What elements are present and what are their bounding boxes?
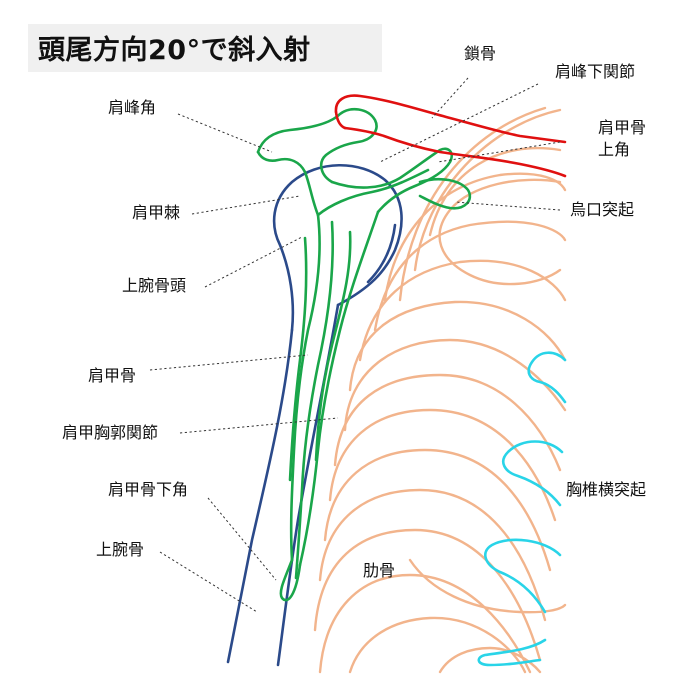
inferior-angle	[279, 558, 302, 602]
scapular-spine-upper	[330, 147, 453, 214]
rib-13	[313, 528, 542, 662]
leader-humeral-head	[204, 236, 303, 288]
rib-3	[398, 106, 547, 302]
humerus-group	[226, 164, 403, 667]
rib-9	[333, 373, 562, 472]
acromion-outline	[256, 107, 378, 184]
scapula-ridge-left	[288, 236, 308, 482]
clavicle-group	[334, 94, 567, 178]
scapula-group	[256, 107, 472, 602]
rib-11	[323, 448, 552, 572]
label-humeral-head: 上腕骨頭	[122, 276, 187, 295]
rib-4	[383, 172, 567, 302]
scapular-spine-lower	[316, 168, 430, 217]
scapula-medial-border	[298, 210, 380, 567]
humeral-head-outline	[272, 164, 403, 332]
transverse-process-1	[527, 351, 567, 404]
label-ribs: 肋骨	[363, 561, 396, 580]
leader-inferior-angle	[207, 497, 277, 581]
leader-spine	[191, 195, 301, 215]
rib-14	[318, 573, 532, 674]
leader-clavicle	[431, 77, 469, 119]
clavicle-upper	[334, 94, 567, 144]
label-spine: 肩甲棘	[132, 203, 181, 222]
ribs-group	[313, 106, 567, 674]
coracoid-process	[418, 177, 472, 210]
clavicle-lower	[343, 126, 567, 178]
rib-1	[428, 146, 562, 286]
diagram-title: 頭尾方向20°で斜入射	[38, 35, 311, 66]
leader-coracoid	[454, 201, 561, 211]
leader-acromion	[177, 113, 273, 153]
rib-16	[438, 646, 542, 674]
acromion-underside	[256, 150, 320, 217]
transverse-process-4	[477, 638, 547, 667]
title-background	[28, 24, 382, 72]
rib-17	[408, 558, 567, 614]
leader-scapula	[149, 354, 309, 371]
label-superior-angle-line2: 上角	[598, 140, 631, 159]
rib-12	[318, 488, 547, 622]
label-inferior-angle: 肩甲骨下角	[108, 480, 189, 499]
humeral-head-inner	[366, 223, 397, 284]
rib-8	[343, 338, 567, 432]
transverse-process-group	[477, 351, 567, 667]
transverse-process-3	[484, 538, 562, 614]
label-coracoid: 烏口突起	[570, 200, 635, 219]
rib-5	[373, 220, 567, 332]
scapula-lateral-border-2	[294, 220, 334, 580]
label-acromion: 肩峰角	[108, 98, 157, 117]
label-superior-angle-line1: 肩甲骨	[598, 118, 647, 137]
label-scapulothoracic: 肩甲胸郭関節	[62, 423, 159, 442]
label-clavicle: 鎖骨	[464, 44, 497, 63]
leader-ac-joint	[379, 83, 539, 163]
label-humerus: 上腕骨	[96, 540, 145, 559]
scapula-inner-ridge	[314, 230, 352, 462]
rib-7	[348, 300, 567, 392]
label-transverse-process: 胸椎横突起	[566, 480, 647, 499]
label-scapula: 肩甲骨	[88, 366, 137, 385]
leader-lines	[149, 77, 561, 613]
leader-superior-angle	[437, 141, 561, 163]
humerus-shaft-left	[226, 328, 294, 664]
rib-2	[413, 108, 562, 272]
rib-6	[358, 259, 567, 362]
rib-10	[328, 408, 557, 522]
glenoid-lateral-border	[289, 213, 321, 562]
clavicle-end	[334, 110, 347, 130]
label-acromioclavicular-joint: 肩峰下関節	[555, 62, 636, 81]
transverse-process-2	[502, 440, 564, 507]
